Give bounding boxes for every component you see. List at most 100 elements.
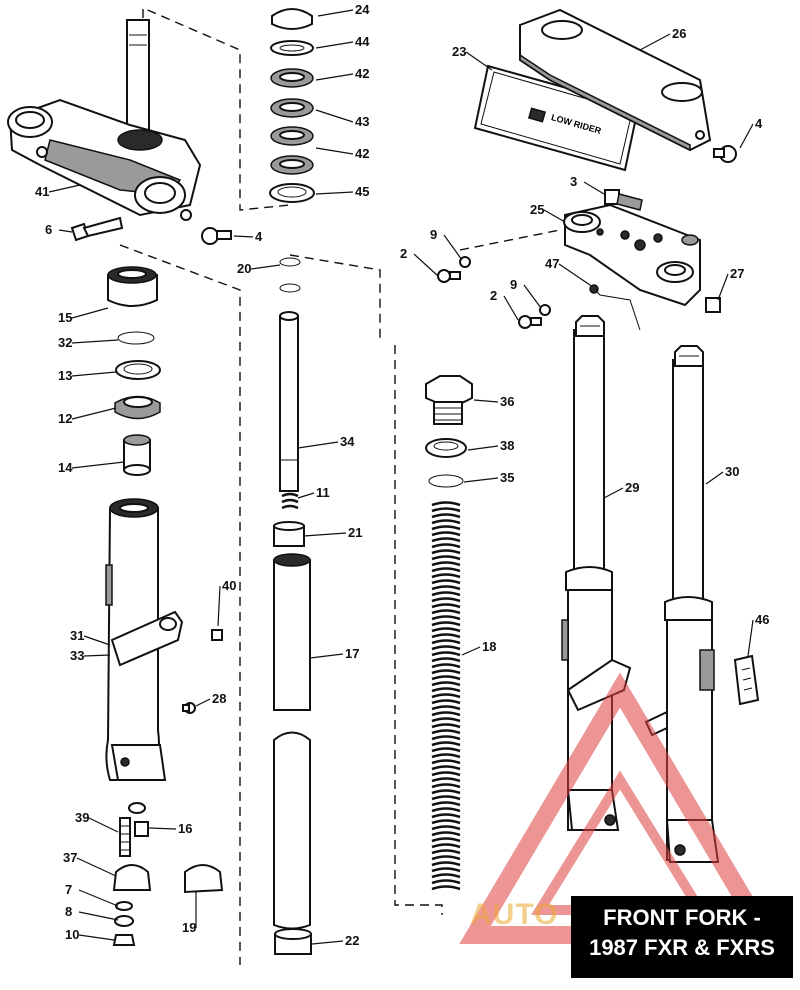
callout-leader-line — [465, 51, 493, 71]
part-callout-36: 36 — [500, 394, 514, 409]
callout-leader-line — [473, 399, 499, 403]
callout-leader-line — [297, 492, 315, 499]
callout-leader-line — [503, 295, 519, 321]
rebound-spring-part — [281, 492, 299, 510]
part-callout-32: 32 — [58, 335, 72, 350]
callout-leader-line — [309, 653, 344, 659]
fork-slider-part — [105, 498, 184, 781]
callout-leader-line — [297, 441, 339, 449]
screw-part — [201, 227, 232, 245]
part-callout-9: 9 — [430, 227, 437, 242]
callout-leader-line — [315, 109, 354, 123]
fork-tube-part — [273, 553, 311, 930]
upper-triple-clamp-part — [7, 19, 202, 221]
part-callout-45: 45 — [355, 184, 369, 199]
part-callout-34: 34 — [340, 434, 355, 449]
part-callout-4: 4 — [755, 116, 763, 131]
callout-leader-line — [315, 191, 354, 195]
part-callout-19: 19 — [182, 920, 196, 935]
dust-boot-part — [107, 266, 158, 307]
callout-leader-line — [78, 889, 119, 907]
callout-leader-line — [639, 33, 671, 51]
part-callout-30: 30 — [725, 464, 739, 479]
part-callout-26: 26 — [672, 26, 686, 41]
callout-leader-line — [83, 654, 111, 657]
washer-part — [425, 438, 467, 458]
drain-screw-part — [182, 629, 223, 714]
fork-cover-part — [519, 8, 712, 152]
callout-leader-line — [315, 73, 354, 81]
part-callout-29: 29 — [625, 480, 639, 495]
callout-leader-line — [71, 339, 119, 344]
o-ring-part — [428, 474, 464, 488]
callout-leader-line — [76, 857, 117, 877]
diagram-title-line1: FRONT FORK - — [603, 905, 761, 930]
fork-cap-bolt-part — [425, 375, 473, 425]
callout-leaders — [48, 9, 754, 945]
part-callout-35: 35 — [500, 470, 514, 485]
callout-leader-line — [217, 585, 221, 627]
diagram-title-box: FRONT FORK - 1987 FXR & FXRS — [571, 896, 793, 978]
washer-part — [115, 360, 161, 380]
watermark-text: AUTO — [470, 898, 559, 931]
callout-leader-line — [461, 646, 481, 656]
part-callout-7: 7 — [65, 882, 72, 897]
part-callout-37: 37 — [63, 850, 77, 865]
part-callout-44: 44 — [355, 34, 370, 49]
part-callout-12: 12 — [58, 411, 72, 426]
part-callout-14: 14 — [58, 460, 73, 475]
callout-leader-line — [413, 253, 439, 277]
callout-leader-line — [543, 209, 566, 223]
callout-leader-line — [739, 123, 754, 149]
part-callout-31: 31 — [70, 628, 84, 643]
callout-leader-line — [148, 827, 177, 830]
part-callout-8: 8 — [65, 904, 72, 919]
part-callout-9: 9 — [510, 277, 517, 292]
fork-spring-part — [431, 501, 461, 891]
callout-leader-line — [195, 698, 211, 707]
bearing-stack-part — [269, 8, 315, 203]
part-callout-10: 10 — [65, 927, 79, 942]
part-callout-28: 28 — [212, 691, 226, 706]
part-callout-6: 6 — [45, 222, 52, 237]
bushing-part — [123, 434, 151, 476]
part-callout-27: 27 — [730, 266, 744, 281]
callout-leader-line — [717, 273, 729, 301]
part-callout-22: 22 — [345, 933, 359, 948]
callout-leader-line — [311, 940, 344, 945]
part-callout-25: 25 — [530, 202, 544, 217]
part-callout-42: 42 — [355, 146, 369, 161]
part-callout-2: 2 — [400, 246, 407, 261]
part-callout-39: 39 — [75, 810, 89, 825]
damper-tube-part — [279, 311, 299, 492]
part-callout-40: 40 — [222, 578, 236, 593]
callout-leader-line — [315, 147, 354, 155]
part-callout-33: 33 — [70, 648, 84, 663]
callout-leader-line — [48, 184, 81, 193]
part-callout-24: 24 — [355, 2, 370, 17]
oil-seal-part — [114, 395, 161, 420]
part-callout-46: 46 — [755, 612, 769, 627]
part-callout-3: 3 — [570, 174, 577, 189]
part-callout-42: 42 — [355, 66, 369, 81]
callout-leader-line — [747, 619, 754, 657]
part-callout-43: 43 — [355, 114, 369, 129]
callout-leader-line — [463, 477, 499, 483]
callout-leader-line — [315, 41, 354, 49]
left-fork-assembly-part — [561, 315, 632, 831]
diagram-title-line2: 1987 FXR & FXRS — [589, 935, 775, 960]
part-callout-4: 4 — [255, 229, 263, 244]
callout-leader-line — [250, 264, 281, 270]
retaining-ring-part — [117, 331, 155, 345]
part-callout-21: 21 — [348, 525, 362, 540]
lower-triple-clamp-part — [563, 203, 701, 307]
callout-leader-line — [71, 407, 117, 420]
part-callout-13: 13 — [58, 368, 72, 383]
part-callout-47: 47 — [545, 256, 559, 271]
part-callout-17: 17 — [345, 646, 359, 661]
callout-leader-line — [58, 229, 73, 233]
part-callout-20: 20 — [237, 261, 251, 276]
callout-leader-line — [71, 461, 125, 469]
callout-leader-line — [83, 635, 111, 646]
